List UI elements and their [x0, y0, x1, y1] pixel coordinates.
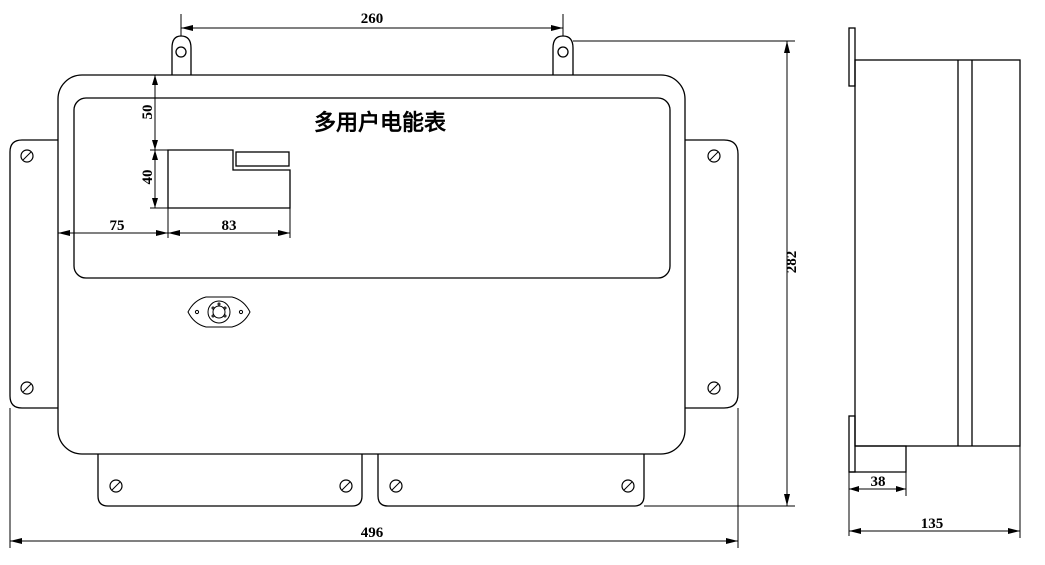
connector-port	[187, 296, 251, 328]
meter-title: 多用户电能表	[314, 110, 447, 136]
screw-icon	[707, 381, 721, 395]
top-left-lug-hole	[175, 46, 187, 58]
screw-icon	[109, 479, 123, 493]
dim-total-height: 282	[784, 251, 800, 274]
dim-side-depth: 135	[921, 516, 944, 532]
display-cutout	[167, 149, 291, 209]
dim-lug-spacing: 260	[361, 11, 384, 27]
meter-body	[57, 74, 686, 455]
screw-icon	[339, 479, 353, 493]
bottom-left-tab	[97, 454, 363, 507]
screw-icon	[707, 149, 721, 163]
screw-icon	[20, 381, 34, 395]
dim-window-top-offset: 50	[140, 105, 156, 120]
display-indicator	[235, 151, 290, 167]
dim-window-height: 40	[140, 170, 156, 185]
screw-icon	[389, 479, 403, 493]
dim-window-left-offset: 75	[110, 218, 125, 234]
top-right-lug	[552, 35, 574, 75]
screw-icon	[621, 479, 635, 493]
screw-icon	[20, 149, 34, 163]
top-right-lug-hole	[557, 46, 569, 58]
top-left-lug	[171, 35, 192, 75]
dim-side-step: 38	[871, 474, 886, 490]
side-view	[848, 27, 1021, 473]
label-window	[73, 97, 671, 279]
dim-window-width: 83	[222, 218, 237, 234]
right-mounting-flange	[685, 139, 739, 409]
bottom-right-tab	[377, 454, 645, 507]
left-mounting-flange	[9, 139, 58, 409]
dim-total-width: 496	[361, 525, 384, 541]
